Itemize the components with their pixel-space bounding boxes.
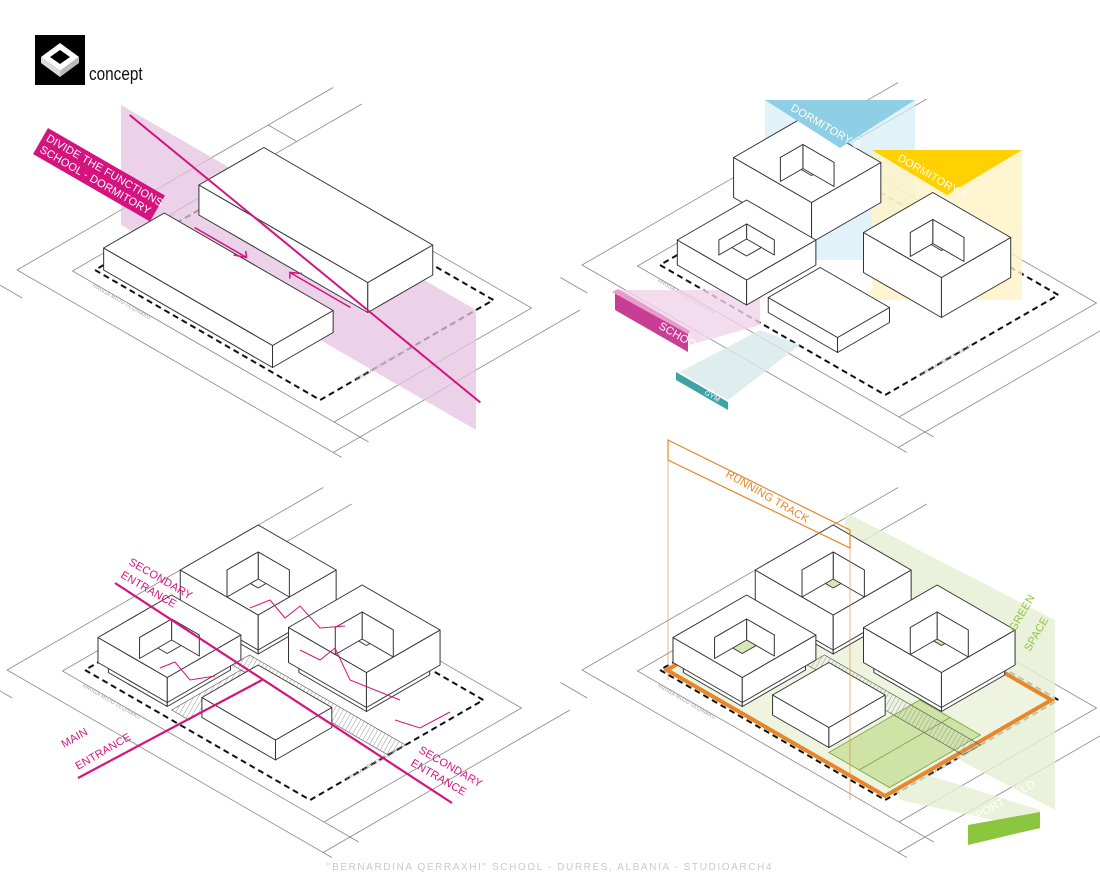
- circulation-path: [299, 647, 401, 701]
- gym-block-roof: [201, 664, 333, 741]
- footer-credit: "BERNARDINA QERRAXHI" SCHOOL - DURRES, A…: [326, 862, 774, 873]
- dormitory-block-courtyard-wall: [226, 551, 259, 598]
- street-curb: [560, 277, 588, 294]
- dormitory-block-courtyard-wall: [801, 551, 834, 598]
- school-tag-top: [612, 289, 690, 334]
- divider-line: [129, 114, 482, 404]
- street-name-label: RRUGA MUJO ULQINAKU: [81, 683, 141, 721]
- arrow-line: [289, 271, 351, 309]
- street-curb: [560, 682, 588, 699]
- running-track-label: RUNNING TRACK: [724, 468, 812, 526]
- arrow-left-icon: [289, 271, 303, 279]
- circulation-path: [249, 599, 346, 629]
- site-boundary: [658, 568, 1061, 802]
- arrow-line: [194, 226, 247, 259]
- page-title: concept: [89, 64, 143, 84]
- dormitory-block-courtyard-wall: [334, 611, 363, 655]
- street-curb: [268, 124, 297, 142]
- circulation-path: [394, 711, 451, 729]
- logo: [35, 35, 85, 85]
- school-zone: [615, 290, 760, 345]
- gym-block-roof: [767, 267, 890, 338]
- dormitory-bar-roof: [198, 147, 434, 283]
- courtyard-block-logo-icon: [41, 43, 79, 77]
- school-bar-roof: [103, 212, 334, 346]
- gym-zone: [680, 330, 800, 400]
- street-curb: [16, 87, 343, 458]
- dormitory-b-marker: [765, 100, 915, 148]
- street-curb: [0, 284, 23, 299]
- site-boundary: [93, 168, 496, 402]
- dormitory-a-marker: [872, 150, 1022, 195]
- dormitory-a-courtyard-wall: [909, 219, 934, 257]
- sport-field-tag: [968, 812, 1040, 845]
- school-block-courtyard-wall: [718, 223, 748, 256]
- circulation-path: [159, 661, 216, 681]
- dormitory-b-courtyard-wall: [779, 144, 804, 182]
- secondary-entrance-axis: [114, 582, 453, 804]
- school-block-courtyard-wall: [714, 618, 748, 659]
- street-curb: [0, 690, 13, 699]
- dormitory-block-courtyard-wall: [909, 611, 938, 655]
- main-entrance-axis: [77, 679, 263, 779]
- gym-tag: [676, 372, 728, 410]
- school-tag: [615, 292, 688, 352]
- school-block-courtyard-wall: [139, 618, 173, 659]
- site-boundary: [83, 568, 486, 802]
- street-curb: [322, 709, 571, 853]
- street-curb: [897, 330, 1100, 448]
- main-entrance-label-1: MAIN: [60, 726, 91, 751]
- gym-block-roof: [772, 662, 886, 728]
- arrow-right-icon: [233, 250, 248, 259]
- street-name-label: RRUGA MBRETI GENT: [920, 343, 974, 377]
- site-boundary: [658, 163, 1061, 397]
